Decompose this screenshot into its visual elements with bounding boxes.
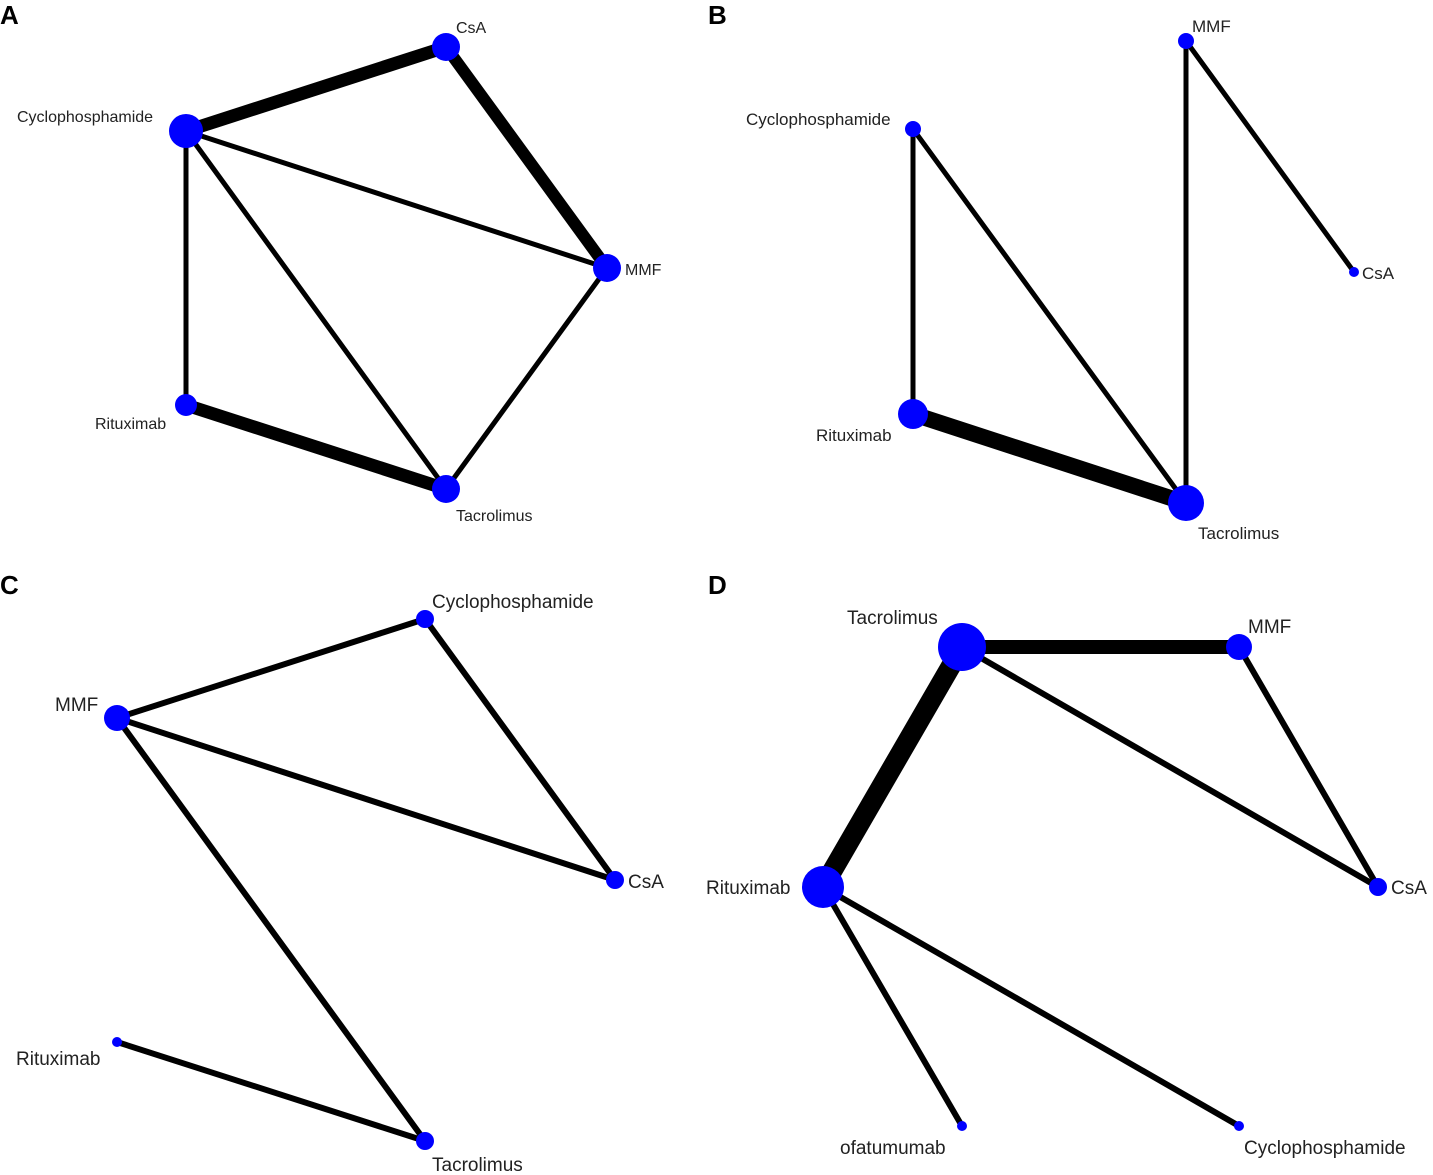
node-label-tacrolimus: Tacrolimus — [847, 608, 938, 629]
panel-letter: C — [0, 570, 19, 600]
node-mmf — [104, 705, 130, 731]
edge-tacrolimus-csa — [960, 644, 1380, 890]
node-tacrolimus — [938, 623, 986, 671]
node-label-cyclophosphamide: Cyclophosphamide — [17, 109, 153, 126]
node-label-csa: CsA — [1362, 264, 1395, 283]
node-mmf — [1226, 634, 1252, 660]
node-label-ofatumumab: ofatumumab — [840, 1138, 946, 1159]
edge-mmf-csa — [116, 715, 616, 883]
node-mmf — [1178, 33, 1194, 49]
node-label-rituximab: Rituximab — [95, 416, 166, 433]
nodes: Tacrolimus MMF Rituximab CsA ofatumumab Cyclo… — [706, 608, 1427, 1159]
node-csa — [606, 871, 624, 889]
edge-cyclophosphamide-csa — [184, 40, 448, 138]
node-label-cyclophosphamide: Cyclophosphamide — [1244, 1138, 1406, 1159]
edge-rituximab-tacrolimus — [184, 398, 448, 496]
node-tacrolimus — [432, 475, 460, 503]
edge-cyclophosphamide-csa — [422, 617, 618, 882]
edge-mmf-csa — [1236, 645, 1381, 889]
edge-mmf-csa — [1183, 39, 1357, 274]
node-label-tacrolimus: Tacrolimus — [432, 1155, 523, 1175]
panel-letter: D — [708, 570, 727, 600]
edge-rituximab-tacrolimus — [116, 1039, 426, 1144]
node-cyclophosphamide — [169, 114, 203, 148]
node-cyclophosphamide — [416, 610, 434, 628]
edges — [814, 640, 1381, 1129]
node-tacrolimus — [1168, 485, 1204, 521]
edges — [910, 39, 1357, 511]
edge-tacrolimus-rituximab — [814, 641, 971, 893]
panel-letter: B — [708, 0, 727, 30]
node-label-mmf: MMF — [55, 695, 98, 716]
edge-mmf-tacrolimus — [114, 716, 428, 1143]
edge-rituximab-ofatumumab — [820, 885, 965, 1128]
edges — [183, 40, 612, 496]
node-label-tacrolimus: Tacrolimus — [1198, 524, 1279, 543]
edge-cyclophosphamide-tacrolimus — [183, 129, 449, 491]
node-label-rituximab: Rituximab — [706, 878, 790, 899]
edge-mmf-cyclophosphamide — [116, 616, 426, 721]
node-ofatumumab — [957, 1121, 967, 1131]
panel-d: D Tacrolimus MMF Rituximab CsA ofatumumab Cycl… — [706, 570, 1427, 1159]
edge-csa-mmf — [441, 43, 612, 272]
node-csa — [1369, 878, 1387, 896]
node-tacrolimus — [416, 1132, 434, 1150]
node-label-mmf: MMF — [1248, 617, 1291, 638]
node-rituximab — [802, 866, 844, 908]
node-csa — [432, 33, 460, 61]
node-cyclophosphamide — [905, 121, 921, 137]
node-csa — [1349, 267, 1359, 277]
node-label-csa: CsA — [1391, 878, 1427, 899]
panel-a: A Cyclophosphamide CsA MMF RituximabTacrolim… — [0, 0, 662, 525]
node-label-rituximab: Rituximab — [816, 426, 892, 445]
node-rituximab — [175, 394, 197, 416]
edges — [114, 616, 618, 1144]
node-label-rituximab: Rituximab — [16, 1049, 100, 1070]
node-label-mmf: MMF — [1192, 17, 1231, 36]
panel-letter: A — [0, 0, 19, 30]
node-label-csa: CsA — [628, 872, 664, 893]
edge-mmf-tacrolimus — [443, 266, 610, 491]
node-label-cyclophosphamide: Cyclophosphamide — [432, 592, 594, 613]
node-label-mmf: MMF — [625, 262, 662, 279]
node-label-csa: CsA — [456, 20, 487, 37]
nodes: Cyclophosphamide CsA MMF RituximabTacrolimu… — [17, 20, 662, 525]
node-label-cyclophosphamide: Cyclophosphamide — [746, 110, 891, 129]
edge-rituximab-tacrolimus — [910, 406, 1189, 511]
node-label-tacrolimus: Tacrolimus — [456, 508, 532, 525]
edge-cyclophosphamide-tacrolimus — [910, 127, 1189, 505]
edge-rituximab-cyclophosphamide — [821, 884, 1241, 1129]
edge-cyclophosphamide-mmf — [185, 128, 608, 271]
node-mmf — [593, 254, 621, 282]
node-rituximab — [898, 399, 928, 429]
node-cyclophosphamide — [1234, 1121, 1244, 1131]
node-rituximab — [112, 1037, 122, 1047]
